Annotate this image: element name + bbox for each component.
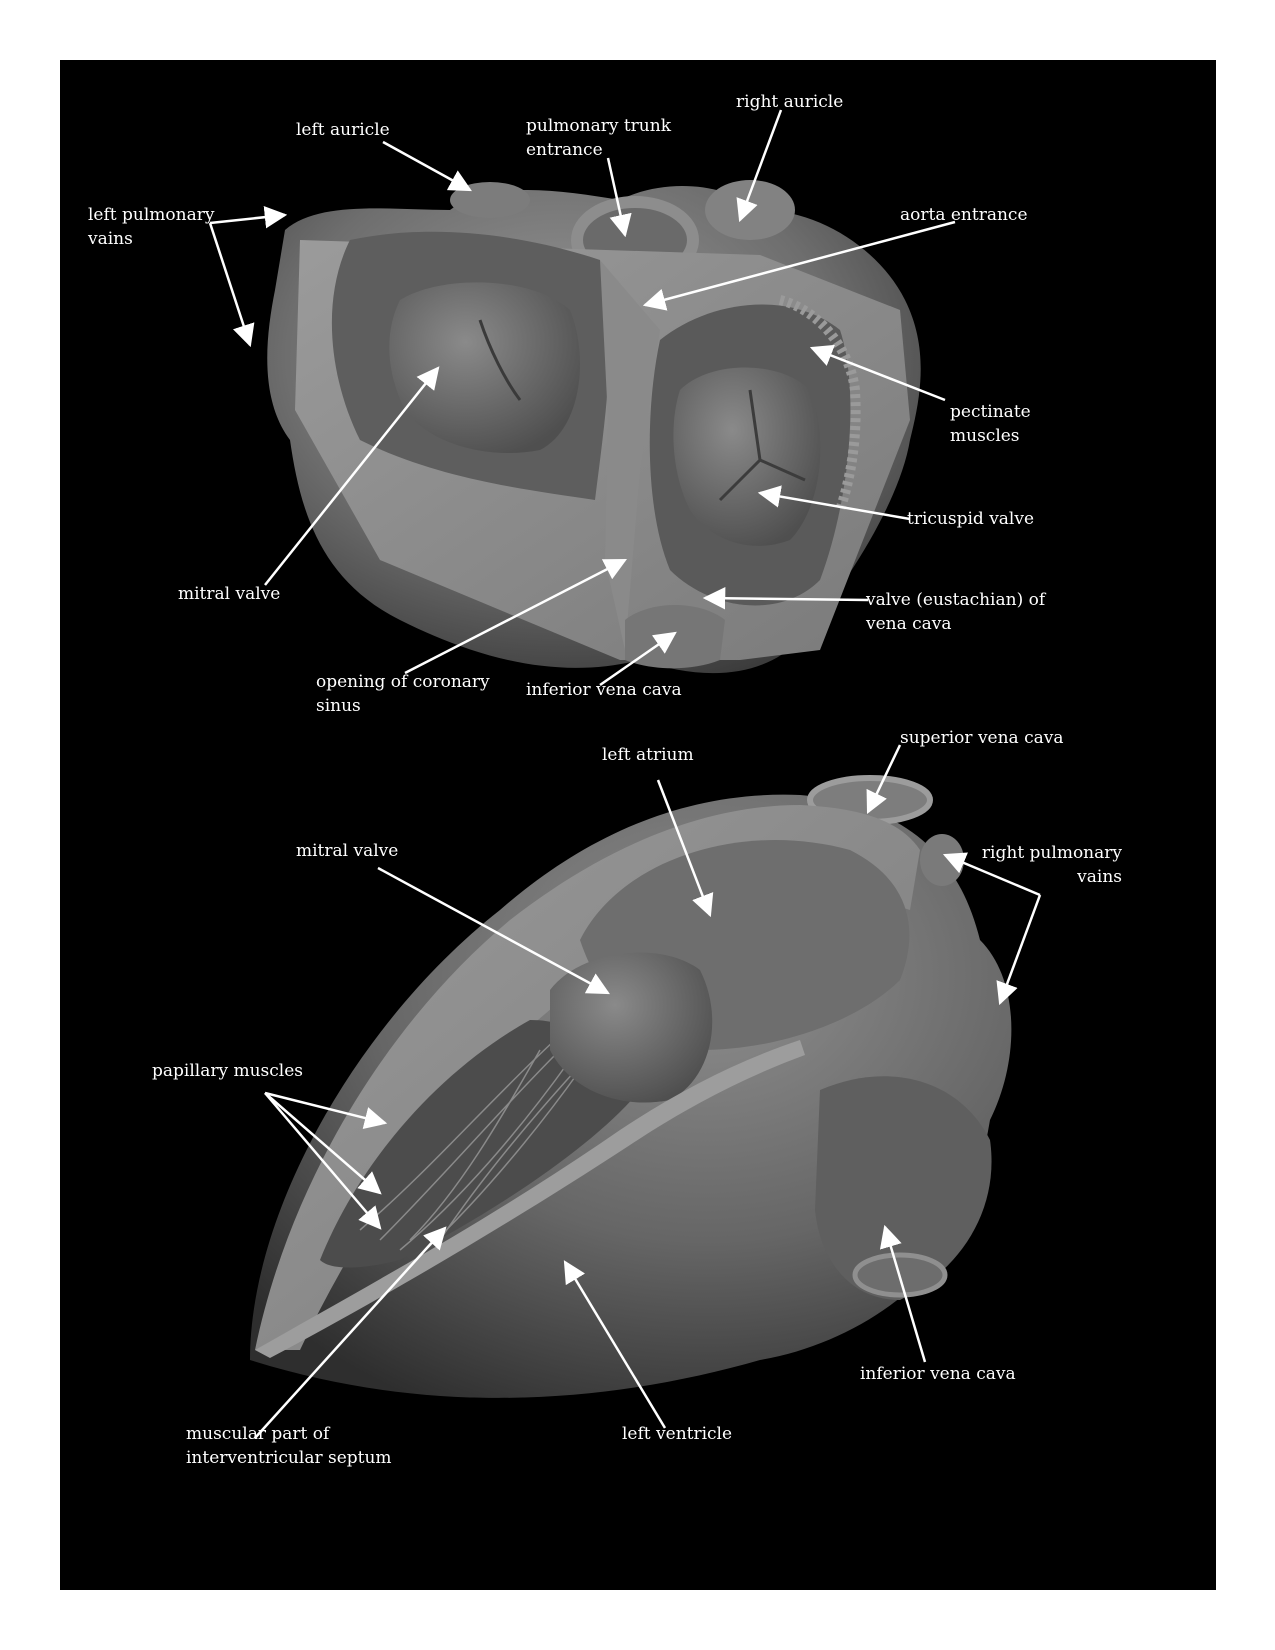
left-auricle-shape — [450, 182, 530, 218]
anatomy-plate: left auricle pulmonary trunk entrance ri… — [60, 60, 1216, 1590]
label-coronary-sinus-opening-line1: opening of coronary — [316, 672, 490, 692]
label-left-pulmonary-vains-line1: left pulmonary — [88, 205, 215, 225]
label-left-pulmonary-vains-line2: vains — [88, 229, 133, 249]
label-bottom-mitral-valve: mitral valve — [296, 841, 399, 861]
label-aorta-entrance: aorta entrance — [900, 205, 1028, 225]
label-right-auricle: right auricle — [736, 92, 844, 112]
label-eustachian-valve-line2: vena cava — [866, 614, 952, 634]
label-top-mitral-valve: mitral valve — [178, 584, 281, 604]
bottom-septum — [255, 1040, 805, 1358]
top-septum — [600, 260, 660, 650]
top-heart-section — [267, 180, 921, 674]
label-right-pulmonary-vains-line2: vains — [1077, 867, 1122, 887]
label-eustachian-valve-line1: valve (eustachian) of — [866, 590, 1046, 610]
leader-arrows — [208, 109, 1042, 1439]
heart-illustration — [208, 109, 1042, 1439]
label-pectinate-muscles-line2: muscles — [950, 426, 1020, 446]
label-pectinate-muscles-line1: pectinate — [950, 402, 1031, 422]
label-eustachian-valve: valve (eustachian) of vena cava — [866, 588, 1045, 636]
bottom-heart-section — [250, 775, 1012, 1398]
label-left-atrium: left atrium — [602, 745, 694, 765]
label-muscular-septum-line2: interventricular septum — [186, 1448, 392, 1468]
pectinate-texture — [778, 295, 861, 512]
label-bottom-inferior-vena-cava: inferior vena cava — [860, 1364, 1016, 1384]
label-left-pulmonary-vains: left pulmonary vains — [88, 203, 214, 251]
label-top-inferior-vena-cava: inferior vena cava — [526, 680, 682, 700]
right-side-lobe — [815, 1076, 992, 1300]
bottom-lv-cavity — [320, 1020, 640, 1268]
top-tricuspid-valve — [673, 367, 821, 546]
label-papillary-muscles: papillary muscles — [152, 1061, 304, 1081]
label-coronary-sinus-opening: opening of coronary sinus — [316, 670, 490, 718]
label-right-pulmonary-vains-line1: right pulmonary — [981, 843, 1122, 863]
label-coronary-sinus-opening-line2: sinus — [316, 696, 361, 716]
right-auricle-shape — [705, 180, 795, 240]
label-pectinate-muscles: pectinate muscles — [950, 400, 1031, 448]
label-pulmonary-trunk-entrance: pulmonary trunk entrance — [526, 114, 671, 162]
label-pulmonary-trunk-entrance-line1: pulmonary trunk — [526, 116, 671, 136]
label-left-auricle: left auricle — [296, 120, 390, 140]
label-superior-vena-cava: superior vena cava — [900, 728, 1064, 748]
label-tricuspid-valve: tricuspid valve — [907, 509, 1035, 529]
label-muscular-septum: muscular part of interventricular septum — [186, 1422, 392, 1470]
label-muscular-septum-line1: muscular part of — [186, 1424, 330, 1444]
label-pulmonary-trunk-entrance-line2: entrance — [526, 140, 603, 160]
label-right-pulmonary-vains: right pulmonary vains — [972, 841, 1122, 889]
top-mitral-valve — [389, 282, 580, 454]
label-left-ventricle: left ventricle — [622, 1424, 733, 1444]
